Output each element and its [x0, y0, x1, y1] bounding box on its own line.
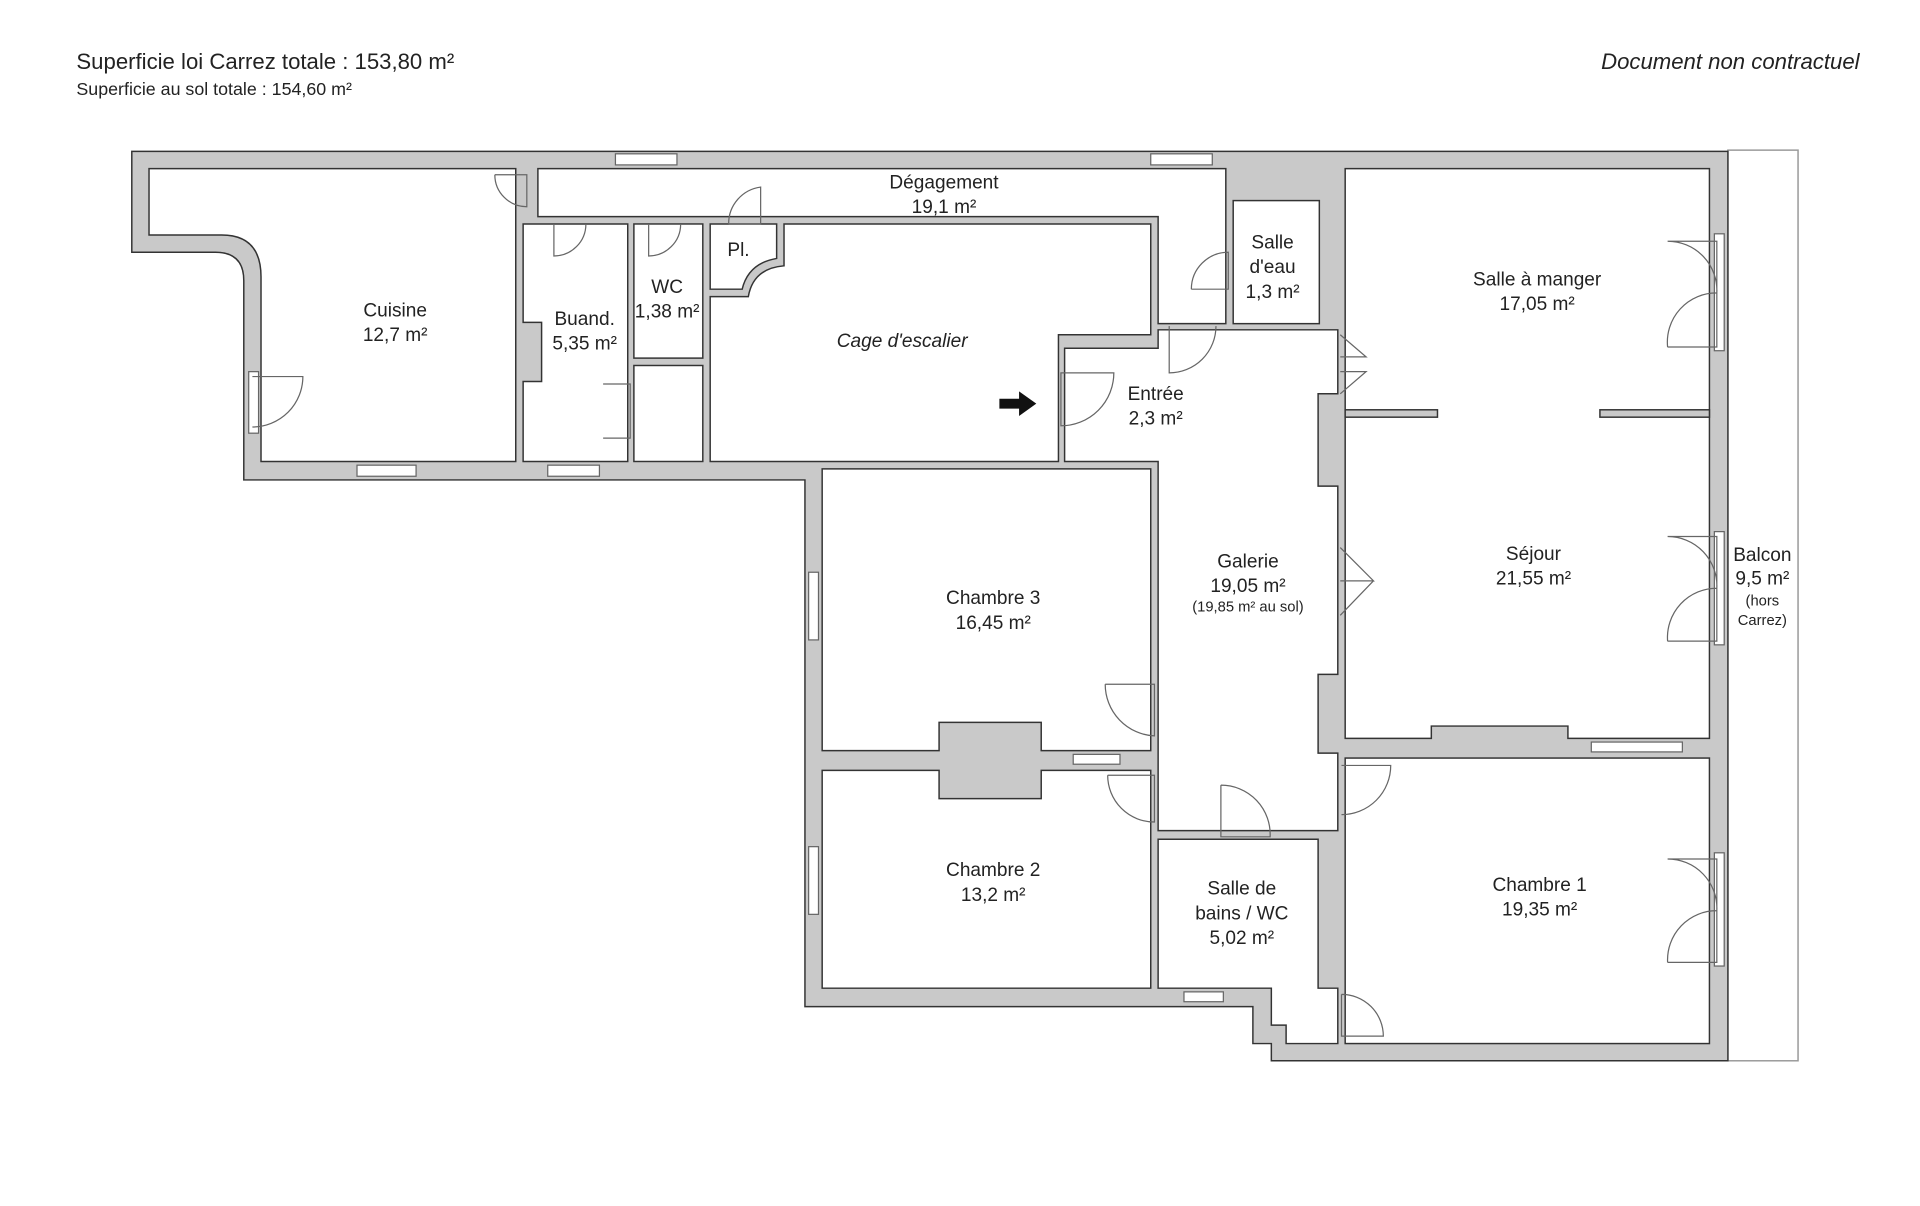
placard-name: Pl. — [727, 240, 749, 261]
disclaimer: Document non contractuel — [1601, 49, 1861, 74]
degagement-name: Dégagement — [889, 172, 999, 193]
buanderie-area: 5,35 m² — [552, 333, 617, 354]
room-wc — [633, 223, 704, 359]
wc-area: 1,38 m² — [635, 301, 700, 322]
partition-right — [1599, 409, 1711, 418]
balcon-name: Balcon — [1733, 545, 1791, 566]
cage-name: Cage d'escalier — [837, 331, 968, 352]
doors — [252, 174, 1718, 1037]
salle-eau-name1: Salle — [1251, 233, 1293, 254]
sejour-name: Séjour — [1506, 544, 1562, 565]
room-salle-eau — [1232, 199, 1321, 325]
balcon-note1: (hors — [1746, 593, 1780, 609]
salle-manger-area: 17,05 m² — [1500, 294, 1575, 315]
galerie-note: (19,85 m² au sol) — [1192, 600, 1304, 616]
balcon-note2: Carrez) — [1738, 613, 1787, 629]
room-chambre2 — [821, 769, 1152, 989]
sdb-name2: bains / WC — [1195, 903, 1288, 924]
galerie-area: 19,05 m² — [1210, 576, 1285, 597]
room-chambre1 — [1344, 757, 1711, 1045]
chambre2-name: Chambre 2 — [946, 860, 1040, 881]
windows — [248, 153, 1725, 1003]
sdb-area: 5,02 m² — [1209, 928, 1274, 949]
cuisine-area: 12,7 m² — [363, 325, 428, 346]
balcon-area: 9,5 m² — [1735, 569, 1789, 590]
salle-eau-area: 1,3 m² — [1246, 282, 1300, 303]
room-sejour-salle-manger — [1344, 167, 1711, 740]
chambre2-area: 13,2 m² — [961, 885, 1026, 906]
chambre1-area: 19,35 m² — [1502, 900, 1577, 921]
buanderie-name: Buand. — [554, 309, 614, 330]
chambre1-name: Chambre 1 — [1492, 875, 1586, 896]
room-cuisine — [148, 167, 517, 463]
room-buanderie — [522, 223, 629, 463]
partition-left — [1344, 409, 1439, 418]
entree-name: Entrée — [1128, 384, 1184, 405]
sol-total: Superficie au sol totale : 154,60 m² — [76, 79, 352, 99]
degagement-area: 19,1 m² — [912, 197, 977, 218]
balcony-area — [1727, 149, 1799, 1062]
salle-manger-name: Salle à manger — [1473, 270, 1602, 291]
room-sdb — [1157, 838, 1339, 1045]
galerie-name: Galerie — [1217, 551, 1278, 572]
room-chambre3 — [821, 468, 1152, 752]
salle-eau-name2: d'eau — [1250, 257, 1296, 278]
entree-area: 2,3 m² — [1129, 409, 1183, 430]
carrez-total: Superficie loi Carrez totale : 153,80 m² — [76, 49, 454, 74]
room-placard — [709, 223, 778, 290]
sdb-name1: Salle de — [1207, 879, 1276, 900]
entrance-arrow-icon — [999, 391, 1037, 416]
room-cage-escalier — [709, 223, 1152, 463]
wc-name: WC — [651, 277, 683, 298]
cuisine-name: Cuisine — [363, 300, 427, 321]
room-degagement — [537, 167, 1227, 325]
sejour-area: 21,55 m² — [1496, 569, 1571, 590]
chambre3-name: Chambre 3 — [946, 588, 1040, 609]
room-closet — [633, 364, 704, 463]
room-entree-galerie — [1063, 329, 1339, 832]
chambre3-area: 16,45 m² — [956, 613, 1031, 634]
